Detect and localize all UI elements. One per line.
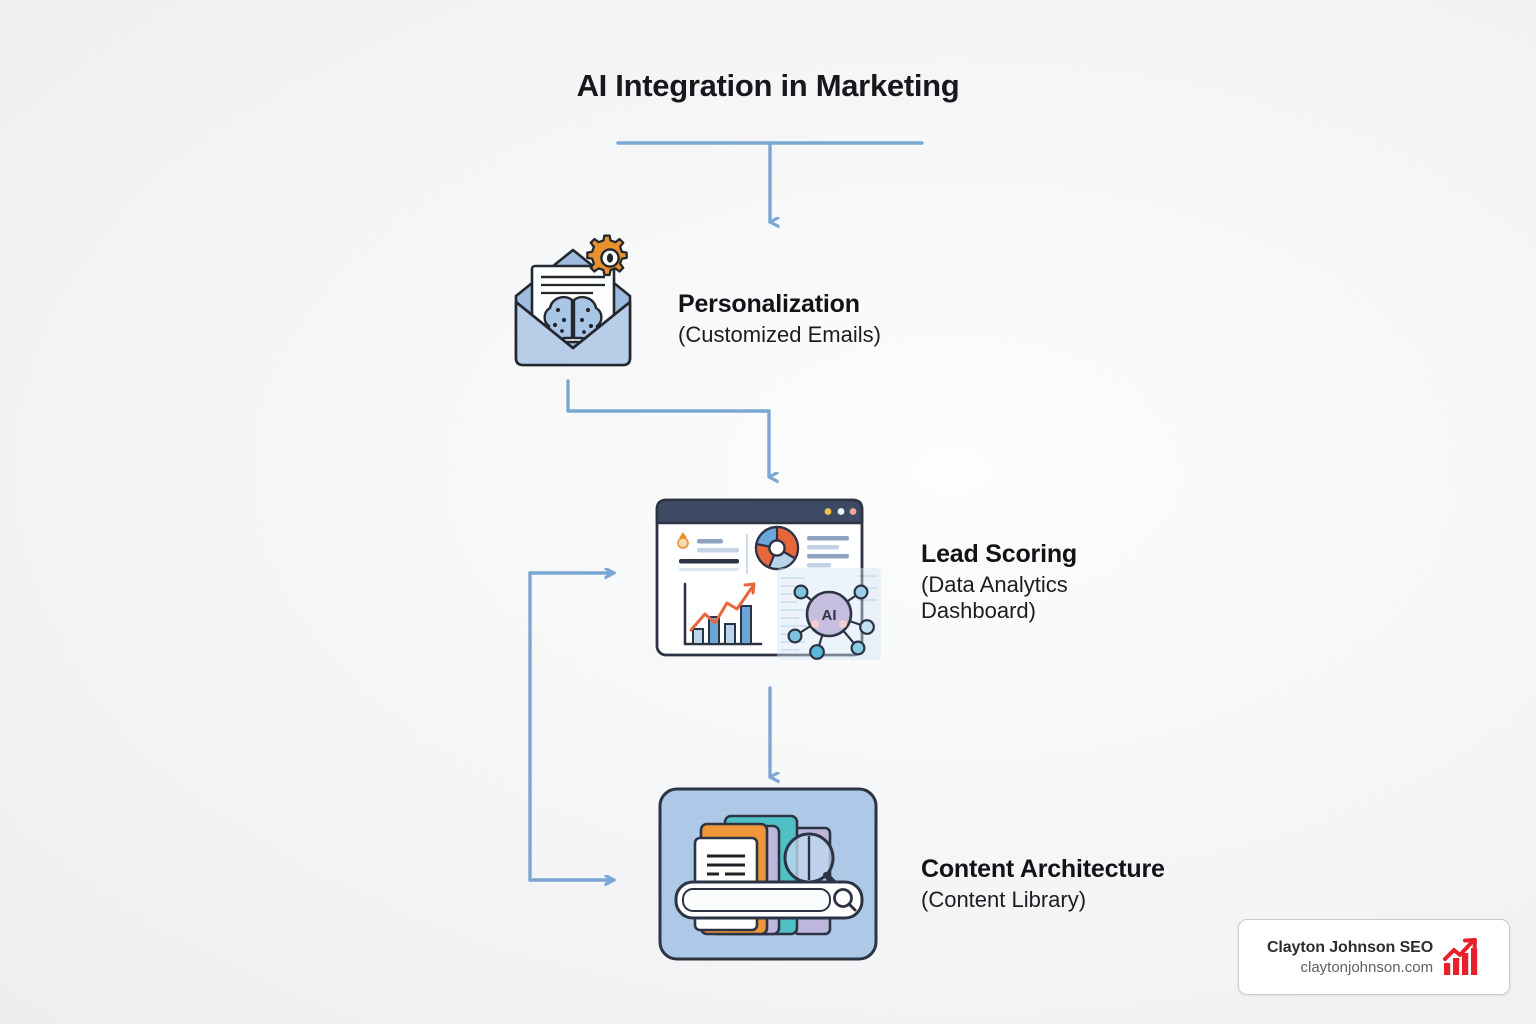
node-title-personalization: Personalization: [678, 290, 860, 318]
bar-chart-growth-icon: [1443, 938, 1478, 975]
ai-node-text: AI: [822, 607, 837, 624]
node-label-lead-scoring: Lead Scoring (Data Analytics Dashboard): [921, 540, 1131, 625]
watermark-brand-name: Clayton Johnson SEO: [1266, 938, 1434, 956]
watermark-text: Clayton Johnson SEO claytonjohnson.com: [1267, 939, 1441, 976]
watermark-badge[interactable]: Clayton Johnson SEO claytonjohnson.com: [1238, 919, 1510, 995]
page-title: AI Integration in Marketing: [576, 68, 960, 103]
node-title-lead-scoring: Lead Scoring: [921, 540, 1077, 568]
connector-personalization-to-lead: [566, 379, 769, 477]
connector-title-branch: [616, 141, 924, 222]
node-title-content-architecture: Content Architecture: [921, 855, 1165, 883]
content-library-search-icon: [657, 786, 879, 962]
connector-feedback-bracket: [528, 573, 616, 880]
node-label-personalization: Personalization (Customized Emails): [678, 290, 881, 348]
envelope-brain-gear-icon: [498, 228, 648, 378]
node-label-content-architecture: Content Architecture (Content Library): [921, 855, 1165, 913]
node-subtitle-lead-scoring: (Data Analytics Dashboard): [921, 571, 1068, 624]
watermark-url: claytonjohnson.com: [1300, 958, 1434, 976]
node-subtitle-personalization: (Customized Emails): [678, 321, 881, 347]
analytics-dashboard-icon: AI: [653, 496, 893, 668]
node-subtitle-content-architecture: (Content Library): [921, 886, 1087, 912]
